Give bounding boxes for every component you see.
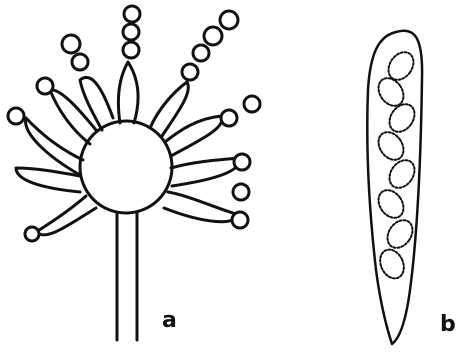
vesicle xyxy=(80,121,172,213)
label-a: a xyxy=(162,308,177,333)
phialide xyxy=(26,118,83,175)
phialide xyxy=(80,77,113,130)
phialide xyxy=(118,62,138,123)
phialide xyxy=(16,168,80,192)
conidiophore-a xyxy=(8,6,260,340)
phialide xyxy=(171,158,240,186)
ascospores xyxy=(373,47,419,282)
phialide xyxy=(50,90,96,144)
label-b: b xyxy=(440,312,456,337)
ascus-b xyxy=(367,31,422,344)
phialide xyxy=(165,116,222,156)
phialide xyxy=(36,196,96,235)
phialide xyxy=(164,192,236,222)
